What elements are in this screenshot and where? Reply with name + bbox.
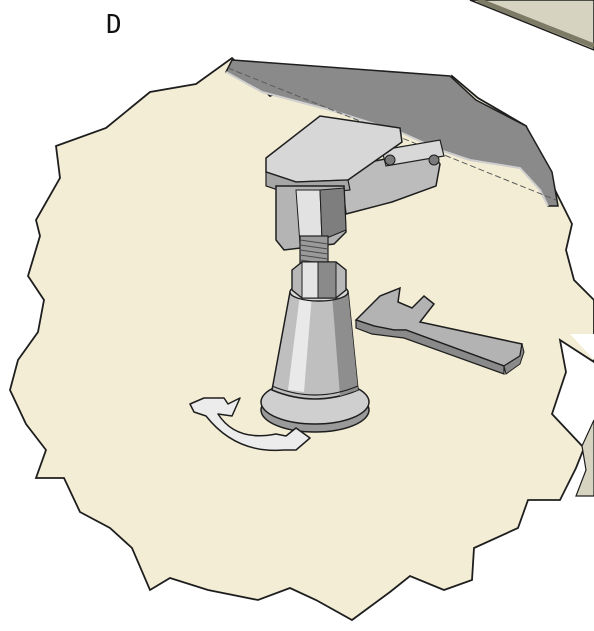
leveling-foot-icon xyxy=(260,282,370,433)
bracket-icon xyxy=(265,115,445,251)
rotation-arrow-icon xyxy=(189,397,311,452)
step-label: D xyxy=(106,10,122,40)
wrench-icon xyxy=(354,286,525,375)
adjacent-floor-sliver xyxy=(570,334,594,497)
adjacent-panel-edge xyxy=(469,0,594,51)
hex-nut-icon xyxy=(291,261,347,299)
